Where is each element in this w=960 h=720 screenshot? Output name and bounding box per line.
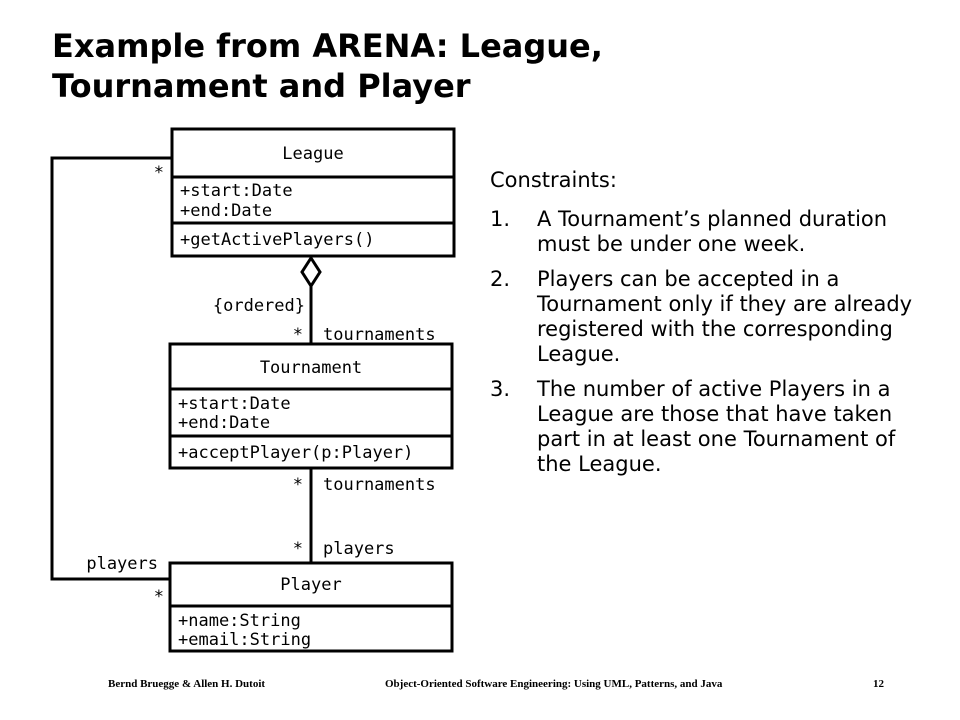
player-class-name: Player [280,575,341,595]
slide-title-line-2: Tournament and Player [52,67,471,105]
tournaments-role-label: tournaments [323,325,436,345]
tournament-attribute-end: +end:Date [178,413,270,433]
aggregation-diamond [300,255,322,289]
league-attribute-start: +start:Date [180,181,293,201]
constraint-item: 1. A Tournament’s planned duration must … [490,207,930,257]
tournament-operation-accept-player: +acceptPlayer(p:Player) [178,443,413,463]
association-league-player: * players * [50,156,172,607]
tournament-class: Tournament +start:Date +end:Date +accept… [168,342,454,470]
players-multiplicity-label: * [293,539,303,559]
league-class-name: League [282,144,343,164]
constraint-item: 3. The number of active Players in a Lea… [490,377,930,477]
constraint-text: Players can be accepted in a Tournament … [537,267,913,366]
ordered-constraint-label: {ordered} [213,296,305,316]
tournaments-multiplicity-label: * [293,325,303,345]
tournament-class-name: Tournament [260,358,362,378]
association-tournament-player: * tournaments * players [293,468,436,563]
slide-footer: Bernd Bruegge & Allen H. Dutoit Object-O… [0,678,960,698]
constraint-item: 2. Players can be accepted in a Tourname… [490,267,930,367]
constraint-number: 3. [490,377,511,401]
player-attribute-name: +name:String [178,611,301,631]
players-role-label: players [323,539,395,559]
footer-page-number: 12 [873,678,884,690]
league-multiplicity-label: * [154,163,164,183]
tournaments-role-label: tournaments [323,475,436,495]
player-attribute-email: +email:String [178,630,311,650]
constraint-number: 2. [490,267,511,291]
league-operation-get-active-players: +getActivePlayers() [180,230,374,250]
player-class: Player +name:String +email:String [168,561,454,653]
constraint-text: A Tournament’s planned duration must be … [537,207,888,256]
constraints-items: 1. A Tournament’s planned duration must … [490,207,930,477]
constraints-list: Constraints: 1. A Tournament’s planned d… [490,168,930,487]
constraint-number: 1. [490,207,511,231]
league-class: League +start:Date +end:Date +getActiveP… [170,127,456,258]
league-attribute-end: +end:Date [180,201,272,221]
association-league-tournament: {ordered} * tournaments [213,255,436,345]
tournaments-multiplicity-label: * [293,475,303,495]
footer-authors: Bernd Bruegge & Allen H. Dutoit [108,678,266,690]
tournament-attribute-start: +start:Date [178,394,291,414]
players-multiplicity-label: * [154,587,164,607]
slide-title: Example from ARENA: League, Tournament a… [52,26,932,106]
constraints-heading: Constraints: [490,168,617,192]
footer-book-title: Object-Oriented Software Engineering: Us… [385,678,723,690]
slide-title-line-1: Example from ARENA: League, [52,27,603,65]
players-role-label: players [86,554,158,574]
constraint-text: The number of active Players in a League… [537,377,896,476]
